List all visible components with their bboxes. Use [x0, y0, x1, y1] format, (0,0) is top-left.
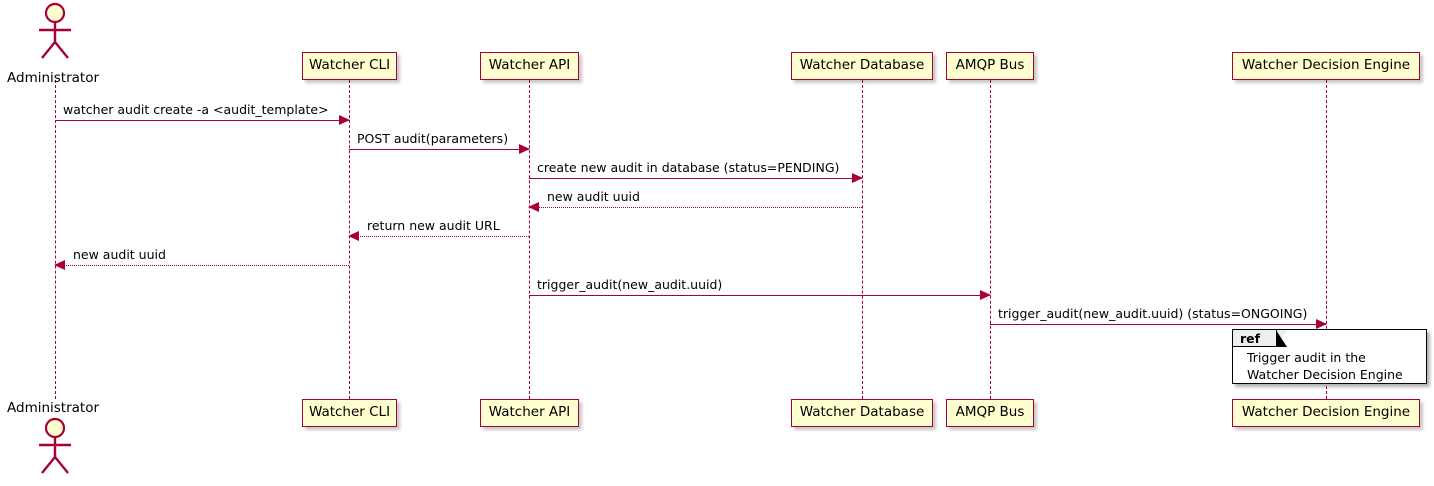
participant-top-db[interactable]: Watcher Database [791, 52, 933, 80]
participant-top-label-db: Watcher Database [799, 57, 925, 74]
ref-fragment-text: Trigger audit in the Watcher Decision En… [1247, 350, 1403, 382]
participant-top-label-cli: Watcher CLI [308, 57, 391, 74]
arrowhead-left-icon [54, 260, 65, 270]
actor-stick-figure-icon [39, 417, 71, 474]
message-label-m6: new audit uuid [73, 246, 166, 262]
participant-top-label-amqp: AMQP Bus [955, 57, 1025, 74]
participant-top-label-engine: Watcher Decision Engine [1241, 57, 1411, 74]
message-label-m4: new audit uuid [547, 188, 640, 204]
message-line-m8 [990, 324, 1326, 325]
message-line-m6 [55, 265, 349, 266]
participant-bottom-amqp[interactable]: AMQP Bus [946, 399, 1034, 427]
actor-administrator-bottom [25, 417, 85, 475]
message-label-m7: trigger_audit(new_audit.uuid) [537, 276, 723, 292]
participant-bottom-label-amqp: AMQP Bus [955, 404, 1025, 421]
participant-bottom-cli[interactable]: Watcher CLI [302, 399, 397, 427]
ref-fragment-keyword: ref [1240, 330, 1261, 346]
message-line-m2 [349, 149, 529, 150]
message-label-m1: watcher audit create -a <audit_template> [63, 101, 329, 117]
ref-fragment-tab: ref [1233, 330, 1277, 347]
participant-bottom-label-cli: Watcher CLI [308, 404, 391, 421]
message-line-m1 [55, 120, 349, 121]
message-label-m2: POST audit(parameters) [357, 130, 509, 146]
message-line-m3 [529, 178, 862, 179]
participant-top-engine[interactable]: Watcher Decision Engine [1232, 52, 1420, 80]
lifeline-amqp [990, 80, 991, 399]
message-label-m3: create new audit in database (status=PEN… [537, 159, 840, 175]
participant-bottom-engine[interactable]: Watcher Decision Engine [1232, 399, 1420, 427]
participant-top-amqp[interactable]: AMQP Bus [946, 52, 1034, 80]
arrowhead-right-icon [980, 290, 991, 300]
lifeline-api [529, 80, 530, 399]
ref-fragment-tab-corner-icon [1277, 330, 1287, 347]
actor-stick-figure-icon [39, 2, 71, 59]
participant-top-label-api: Watcher API [488, 57, 571, 74]
lifeline-db [862, 80, 863, 399]
participant-top-api[interactable]: Watcher API [480, 52, 579, 80]
participant-bottom-label-db: Watcher Database [799, 404, 925, 421]
participant-bottom-db[interactable]: Watcher Database [791, 399, 933, 427]
lifeline-engine [1326, 80, 1327, 399]
actor-label-administrator-top: Administrator [7, 70, 100, 86]
message-line-m5 [349, 236, 529, 237]
ref-fragment: ref Trigger audit in the Watcher Decisio… [1232, 329, 1427, 384]
arrowhead-left-icon [528, 202, 539, 212]
arrowhead-right-icon [852, 173, 863, 183]
arrowhead-left-icon [348, 231, 359, 241]
participant-bottom-label-api: Watcher API [488, 404, 571, 421]
participant-bottom-label-engine: Watcher Decision Engine [1241, 404, 1411, 421]
actor-administrator-top [25, 2, 85, 60]
message-line-m7 [529, 295, 990, 296]
participant-top-cli[interactable]: Watcher CLI [302, 52, 397, 80]
message-line-m4 [529, 207, 862, 208]
participant-bottom-api[interactable]: Watcher API [480, 399, 579, 427]
arrowhead-right-icon [519, 144, 530, 154]
message-label-m5: return new audit URL [367, 217, 500, 233]
lifeline-admin [55, 80, 56, 399]
actor-label-administrator-bottom: Administrator [7, 400, 100, 416]
arrowhead-right-icon [339, 115, 350, 125]
message-label-m8: trigger_audit(new_audit.uuid) (status=ON… [998, 305, 1308, 321]
arrowhead-right-icon [1316, 319, 1327, 329]
